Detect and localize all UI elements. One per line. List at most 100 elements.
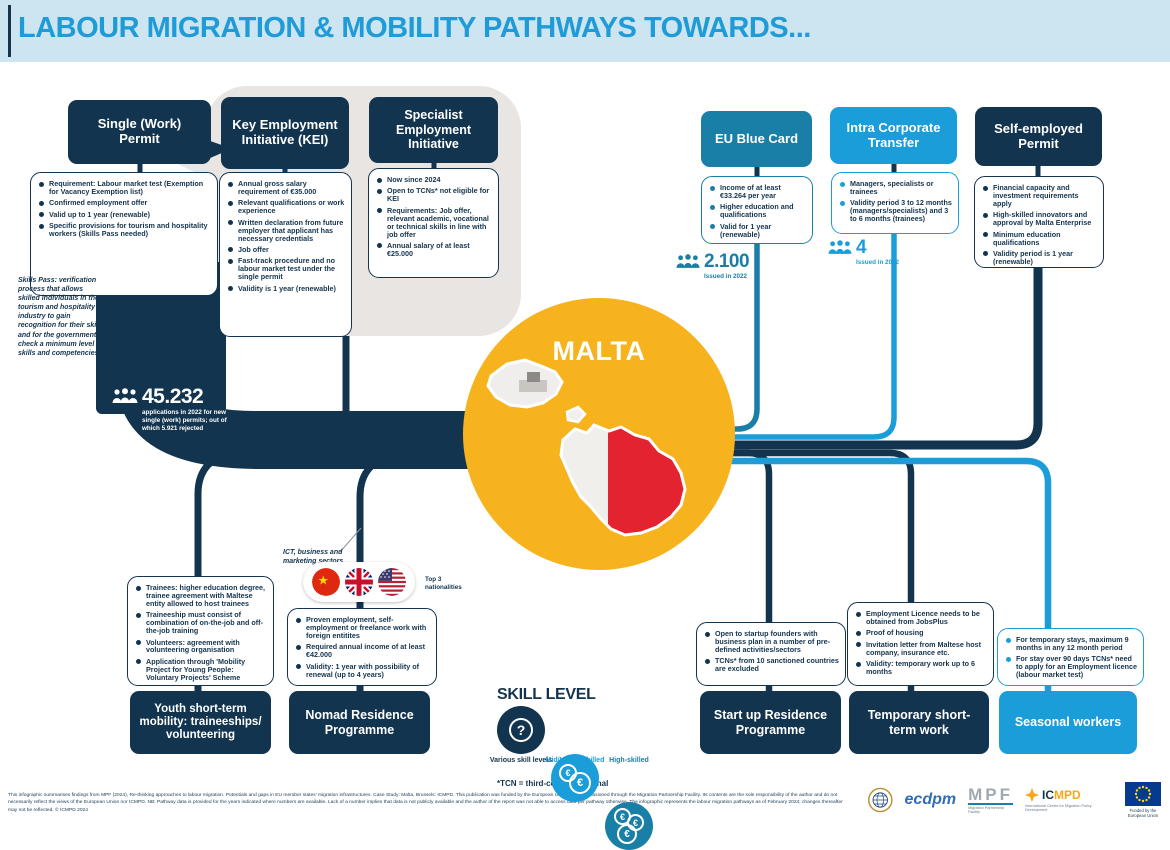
single-permit-details: Requirement: Labour market test (Exempti… — [30, 172, 218, 296]
bullet-item: Minimum education qualifications — [982, 230, 1098, 247]
bullet-item: Application through 'Mobility Project fo… — [135, 657, 268, 682]
bullet-item: Higher education and qualifications — [709, 203, 807, 219]
malta-seal-logo — [868, 787, 893, 813]
bullet-item: Validity period 3 to 12 months (managers… — [839, 199, 953, 223]
icmpd-diamond-icon — [1025, 788, 1039, 803]
mid-skill-icon: € € — [551, 754, 599, 802]
specialist-bullets: Now since 2024 Open to TCNs* not eligibl… — [376, 176, 493, 258]
bullet-item: For temporary stays, maximum 9 months in… — [1005, 636, 1138, 652]
temporary-details: Employment Licence needs to be obtained … — [847, 602, 994, 686]
bullet-item: Now since 2024 — [376, 176, 493, 184]
bullet-item: High-skilled innovators and approval by … — [982, 211, 1098, 227]
title-accent-bar — [8, 5, 11, 57]
people-icon — [112, 388, 138, 403]
ict-stat-label: Issued in 2022 — [856, 259, 900, 266]
eu-blue-card-box: EU Blue Card — [701, 111, 812, 167]
bullet-item: Income of at least €33.264 per year — [709, 184, 807, 200]
ict-stat: 4 Issued in 2022 — [828, 238, 899, 267]
specialist-details: Now since 2024 Open to TCNs* not eligibl… — [368, 168, 499, 278]
skill-legend-title: SKILL LEVEL — [497, 686, 596, 703]
malta-map — [486, 358, 687, 537]
page-title: LABOUR MIGRATION & MOBILITY PATHWAYS TOW… — [18, 12, 811, 44]
eu-flag-logo: Funded by the European Union — [1122, 782, 1164, 818]
startup-bullets: Open to startup founders with business p… — [704, 630, 840, 673]
footer-logos: ecdpm MPF Migration Partnership Facility… — [868, 778, 1164, 822]
ict-details: Managers, specialists or trainees Validi… — [831, 172, 959, 234]
bullet-item: Financial capacity and investment requir… — [982, 184, 1098, 208]
startup-box: Start up Residence Programme — [700, 691, 841, 754]
malta-island — [559, 423, 687, 537]
seasonal-title: Seasonal workers — [1014, 715, 1122, 730]
people-icon — [828, 240, 852, 254]
specialist-title: Specialist Employment Initiative — [395, 108, 471, 152]
startup-details: Open to startup founders with business p… — [696, 622, 846, 686]
icmpd-logo: ICMPD International Centre for Migration… — [1025, 788, 1110, 812]
startup-title: Start up Residence Programme — [713, 708, 828, 737]
eu-flag-caption: Funded by the European Union — [1127, 807, 1159, 818]
youth-details: Trainees: higher education degree, train… — [127, 576, 274, 686]
temporary-box: Temporary short-term work — [849, 691, 989, 754]
kei-box: Key Employment Initiative (KEI) — [221, 97, 349, 169]
bullet-item: Annual gross salary requirement of €35.0… — [227, 180, 346, 196]
bullet-item: Requirement: Labour market test (Exempti… — [38, 180, 212, 196]
bullet-item: Required annual income of at least €42.0… — [295, 643, 431, 659]
bullet-item: Validity period is 1 year (renewable) — [982, 250, 1098, 266]
ict-title: Intra Corporate Transfer — [846, 119, 941, 150]
bullet-item: Valid for 1 year (renewable) — [709, 222, 807, 239]
bullet-item: Validity: 1 year with possibility of ren… — [295, 662, 431, 679]
euro-coin-icon: € — [617, 824, 637, 844]
bullet-item: Validity: temporary work up to 6 months — [855, 660, 988, 676]
bullet-item: Fast-track procedure and no labour marke… — [227, 257, 346, 281]
china-flag-icon — [312, 568, 340, 596]
eu-blue-card-details: Income of at least €33.264 per year High… — [701, 176, 813, 244]
us-flag-icon — [378, 568, 406, 596]
nomad-title: Nomad Residence Programme — [305, 708, 414, 737]
top3-label: Top 3 nationalities — [425, 576, 462, 592]
nomad-details: Proven employment, self-employment or fr… — [287, 608, 437, 686]
bullet-item: Written declaration from future employer… — [227, 218, 346, 243]
icmpd-wordmark: ICMPD — [1042, 788, 1081, 803]
icmpd-caption: International Centre for Migration Polic… — [1025, 803, 1092, 812]
bullet-item: Employment Licence needs to be obtained … — [855, 610, 988, 626]
blue-card-stat-label: Issued in 2022 — [704, 273, 748, 280]
uk-flag-icon — [345, 568, 373, 596]
applications-label: applications in 2022 for new single (wor… — [142, 409, 227, 432]
bullet-item: Open to startup founders with business p… — [704, 630, 840, 654]
blue-card-stat: 2.100 Issued in 2022 — [676, 251, 750, 281]
applications-value: 45.232 — [142, 385, 204, 408]
icmpd-wordmark-accent: MPD — [1054, 788, 1081, 803]
skills-pass-note: Skills Pass: verification process that a… — [18, 277, 105, 357]
bullet-item: Volunteers: agreement with volunteering … — [135, 638, 268, 655]
bullet-item: For stay over 90 days TCNs* need to appl… — [1005, 655, 1138, 679]
question-mark-icon: ? — [509, 718, 533, 742]
bullet-item: Validity is 1 year (renewable) — [227, 284, 346, 293]
kei-bullets: Annual gross salary requirement of €35.0… — [227, 180, 346, 293]
blue-card-stat-value: 2.100 — [704, 251, 750, 272]
ecdpm-logo: ecdpm — [904, 791, 957, 808]
specialist-box: Specialist Employment Initiative — [369, 97, 498, 163]
nomad-bullets: Proven employment, self-employment or fr… — [295, 616, 431, 678]
kei-details: Annual gross salary requirement of €35.0… — [219, 172, 352, 337]
seasonal-details: For temporary stays, maximum 9 months in… — [997, 628, 1144, 686]
mpf-caption: Migration Partnership Facility — [968, 806, 1005, 815]
bullet-item: Proven employment, self-employment or fr… — [295, 616, 431, 640]
temporary-bullets: Employment Licence needs to be obtained … — [855, 610, 988, 676]
kei-title: Key Employment Initiative (KEI) — [232, 117, 338, 147]
bullet-item: Relevant qualifications or work experien… — [227, 199, 346, 215]
citadel-icon — [519, 380, 547, 392]
top3-nationalities-pill — [303, 562, 415, 602]
single-permit-bullets: Requirement: Labour market test (Exempti… — [38, 180, 212, 238]
bullet-item: TCNs* from 10 sanctioned countries are e… — [704, 657, 840, 673]
comino-island — [565, 405, 587, 424]
eu-blue-card-bullets: Income of at least €33.264 per year High… — [709, 184, 807, 239]
bullet-item: Annual salary of at least €25.000 — [376, 242, 493, 258]
bullet-item: Proof of housing — [855, 629, 988, 637]
nomad-sector-note: ICT, business and marketing sectors — [283, 549, 344, 566]
bullet-item: Trainees: higher education degree, train… — [135, 584, 268, 608]
bullet-item: Invitation letter from Maltese host comp… — [855, 640, 988, 657]
malta-circle: MALTA — [463, 298, 735, 570]
self-employed-title: Self-employed Permit — [994, 120, 1083, 151]
self-employed-details: Financial capacity and investment requir… — [974, 176, 1104, 268]
malta-label: MALTA — [552, 336, 646, 366]
single-permit-title: Single (Work) Permit — [97, 116, 182, 146]
